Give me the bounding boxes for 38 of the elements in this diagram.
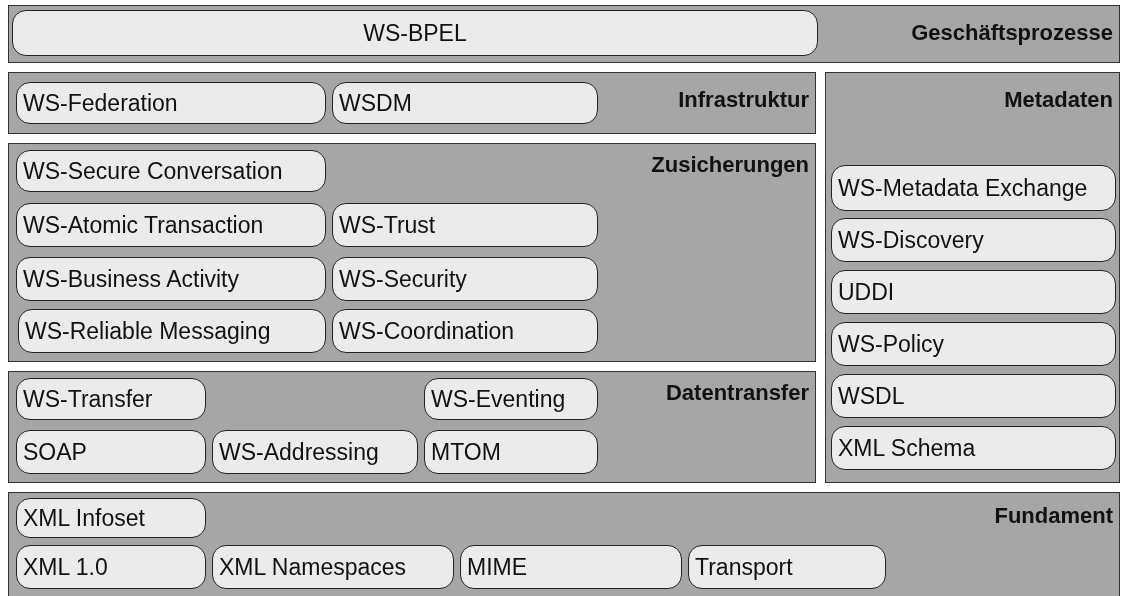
layer-panel <box>8 492 1120 596</box>
standard-pill: UDDI <box>831 270 1116 314</box>
standard-pill: SOAP <box>16 430 206 474</box>
standard-pill: WS-Discovery <box>831 218 1116 262</box>
standard-pill: Transport <box>688 545 886 589</box>
standard-pill: WS-Federation <box>16 82 326 124</box>
layer-panel <box>8 371 816 483</box>
layer-panel <box>825 72 1120 483</box>
standard-pill: WS-Business Activity <box>16 257 326 301</box>
standard-pill: WS-Coordination <box>332 309 598 353</box>
layer-panel <box>8 5 1120 63</box>
standard-pill: MIME <box>460 545 682 589</box>
layer-panel <box>8 143 816 362</box>
standard-pill: MTOM <box>424 430 598 474</box>
standard-pill: WS-Atomic Transaction <box>16 203 326 247</box>
standard-pill: XML Namespaces <box>212 545 454 589</box>
layer-panel <box>8 72 816 134</box>
layer-title: Datentransfer <box>665 380 809 406</box>
standard-pill: WSDL <box>831 374 1116 418</box>
standard-pill: XML Schema <box>831 426 1116 470</box>
standard-pill: WS-BPEL <box>12 10 818 56</box>
standard-pill: WS-Eventing <box>424 378 598 420</box>
layer-title: Zusicherungen <box>651 152 809 178</box>
standard-pill: WS-Transfer <box>16 378 206 420</box>
standard-pill: WSDM <box>332 82 598 124</box>
standard-pill: XML Infoset <box>16 498 206 538</box>
standard-pill: WS-Addressing <box>212 430 418 474</box>
standard-pill: WS-Policy <box>831 322 1116 366</box>
standard-pill: WS-Reliable Messaging <box>18 309 326 353</box>
layer-title: Metadaten <box>1004 87 1113 113</box>
standard-pill: WS-Security <box>332 257 598 301</box>
standard-pill: WS-Secure Conversation <box>16 150 326 192</box>
layer-title: Fundament <box>994 503 1113 529</box>
standard-pill: XML 1.0 <box>16 545 206 589</box>
layer-title: Infrastruktur <box>678 87 809 113</box>
layer-title: Geschäftsprozesse <box>911 20 1113 46</box>
standard-pill: WS-Metadata Exchange <box>831 165 1116 211</box>
standard-pill: WS-Trust <box>332 203 598 247</box>
